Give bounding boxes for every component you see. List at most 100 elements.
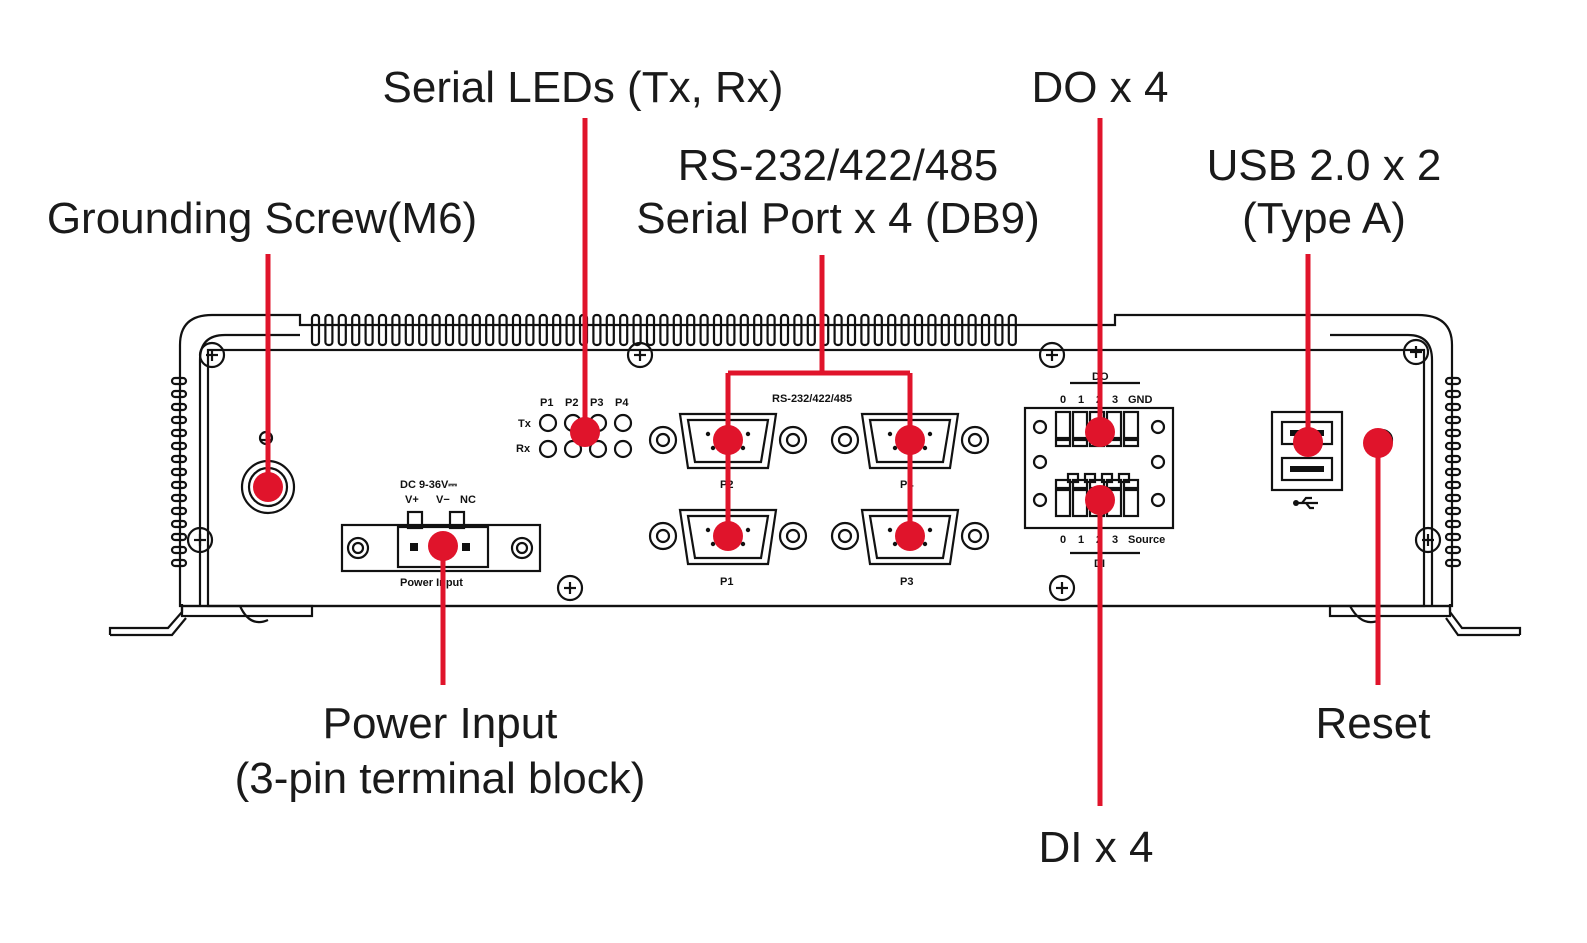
screw xyxy=(186,526,214,554)
screw xyxy=(1048,574,1076,602)
vent xyxy=(1444,389,1462,399)
gnd-label: GND xyxy=(1128,394,1153,406)
do-3-label: 3 xyxy=(1112,394,1118,406)
vent xyxy=(1444,506,1462,516)
callout-dots xyxy=(253,417,1393,561)
vent xyxy=(170,428,188,438)
power-callout-line2: (3-pin terminal block) xyxy=(235,754,646,803)
fin xyxy=(391,313,401,347)
vent xyxy=(170,558,188,568)
fin xyxy=(310,313,321,347)
vent xyxy=(170,519,188,529)
power-dot xyxy=(428,531,458,561)
usb-callout-line1: USB 2.0 x 2 xyxy=(1207,141,1442,190)
source-label: Source xyxy=(1128,534,1165,546)
fin xyxy=(1007,313,1017,347)
grounding-dot xyxy=(253,472,283,502)
fin xyxy=(846,313,857,347)
di-dot xyxy=(1085,485,1115,515)
fin xyxy=(351,313,361,347)
grounding-callout: Grounding Screw(M6) xyxy=(47,194,477,243)
vent xyxy=(1444,480,1462,490)
fin xyxy=(806,313,816,347)
di-0-label: 0 xyxy=(1060,534,1066,546)
serial-leds-callout: Serial LEDs (Tx, Rx) xyxy=(383,63,784,112)
di-1-label: 1 xyxy=(1078,534,1084,546)
usb-callout-line2: (Type A) xyxy=(1242,194,1406,243)
vent xyxy=(170,402,188,412)
fin xyxy=(605,313,615,347)
port-p1-label: P1 xyxy=(720,576,733,588)
vent xyxy=(1444,376,1462,386)
fin xyxy=(511,313,522,347)
dc-label: DC 9-36V⎓ xyxy=(400,479,457,491)
callout-lines xyxy=(265,118,1381,806)
fin xyxy=(418,313,428,347)
fin xyxy=(632,313,642,347)
led-p2-label: P2 xyxy=(565,397,578,409)
fin xyxy=(337,313,347,347)
fin xyxy=(565,313,575,347)
screw xyxy=(198,341,226,369)
fin xyxy=(431,313,441,347)
fin xyxy=(766,313,776,347)
port-p4-dot xyxy=(895,425,925,455)
vent xyxy=(1444,415,1462,425)
fin xyxy=(525,313,535,347)
vent xyxy=(170,454,188,464)
screw xyxy=(1038,341,1066,369)
vent xyxy=(1444,493,1462,503)
panel-screws xyxy=(186,338,1442,602)
fin xyxy=(324,313,334,347)
vent xyxy=(170,545,188,555)
vent xyxy=(170,389,188,399)
vent xyxy=(170,441,188,451)
vent xyxy=(1444,532,1462,542)
fin xyxy=(471,313,481,347)
fin xyxy=(793,313,803,347)
fin xyxy=(779,313,790,347)
side-vents xyxy=(170,376,1462,568)
fin xyxy=(739,313,749,347)
fin xyxy=(377,313,388,347)
serial-ports-callout-line2: Serial Port x 4 (DB9) xyxy=(636,194,1039,243)
port-p2-dot xyxy=(713,425,743,455)
usb-dot xyxy=(1293,427,1323,457)
fin xyxy=(940,313,950,347)
vent xyxy=(170,376,188,386)
vminus-label: V− xyxy=(436,494,450,506)
vent xyxy=(170,493,188,503)
do-1-label: 1 xyxy=(1078,394,1084,406)
screw xyxy=(626,341,654,369)
fin xyxy=(980,313,991,347)
fin xyxy=(712,313,723,347)
vent xyxy=(170,506,188,516)
vent xyxy=(1444,454,1462,464)
fin xyxy=(726,313,736,347)
vent xyxy=(1444,441,1462,451)
screw xyxy=(556,574,584,602)
power-callout-line1: Power Input xyxy=(323,699,558,748)
fin xyxy=(619,313,629,347)
vent xyxy=(170,480,188,490)
vent xyxy=(1444,519,1462,529)
di-callout: DI x 4 xyxy=(1039,823,1154,872)
led-p1-label: P1 xyxy=(540,397,553,409)
port-p1-dot xyxy=(713,521,743,551)
fin xyxy=(538,313,548,347)
fin xyxy=(364,313,374,347)
usb-icon xyxy=(1293,496,1318,510)
fin xyxy=(913,313,924,347)
fin xyxy=(645,313,656,347)
tx-label: Tx xyxy=(518,418,532,430)
vent xyxy=(1444,545,1462,555)
fin xyxy=(699,313,709,347)
fin xyxy=(458,313,468,347)
cooling-fins xyxy=(310,313,1017,347)
fin xyxy=(994,313,1004,347)
port-p3-dot xyxy=(895,521,925,551)
serial-ports[interactable] xyxy=(648,412,990,566)
do-callout: DO x 4 xyxy=(1032,63,1169,112)
nc-label: NC xyxy=(460,494,476,506)
